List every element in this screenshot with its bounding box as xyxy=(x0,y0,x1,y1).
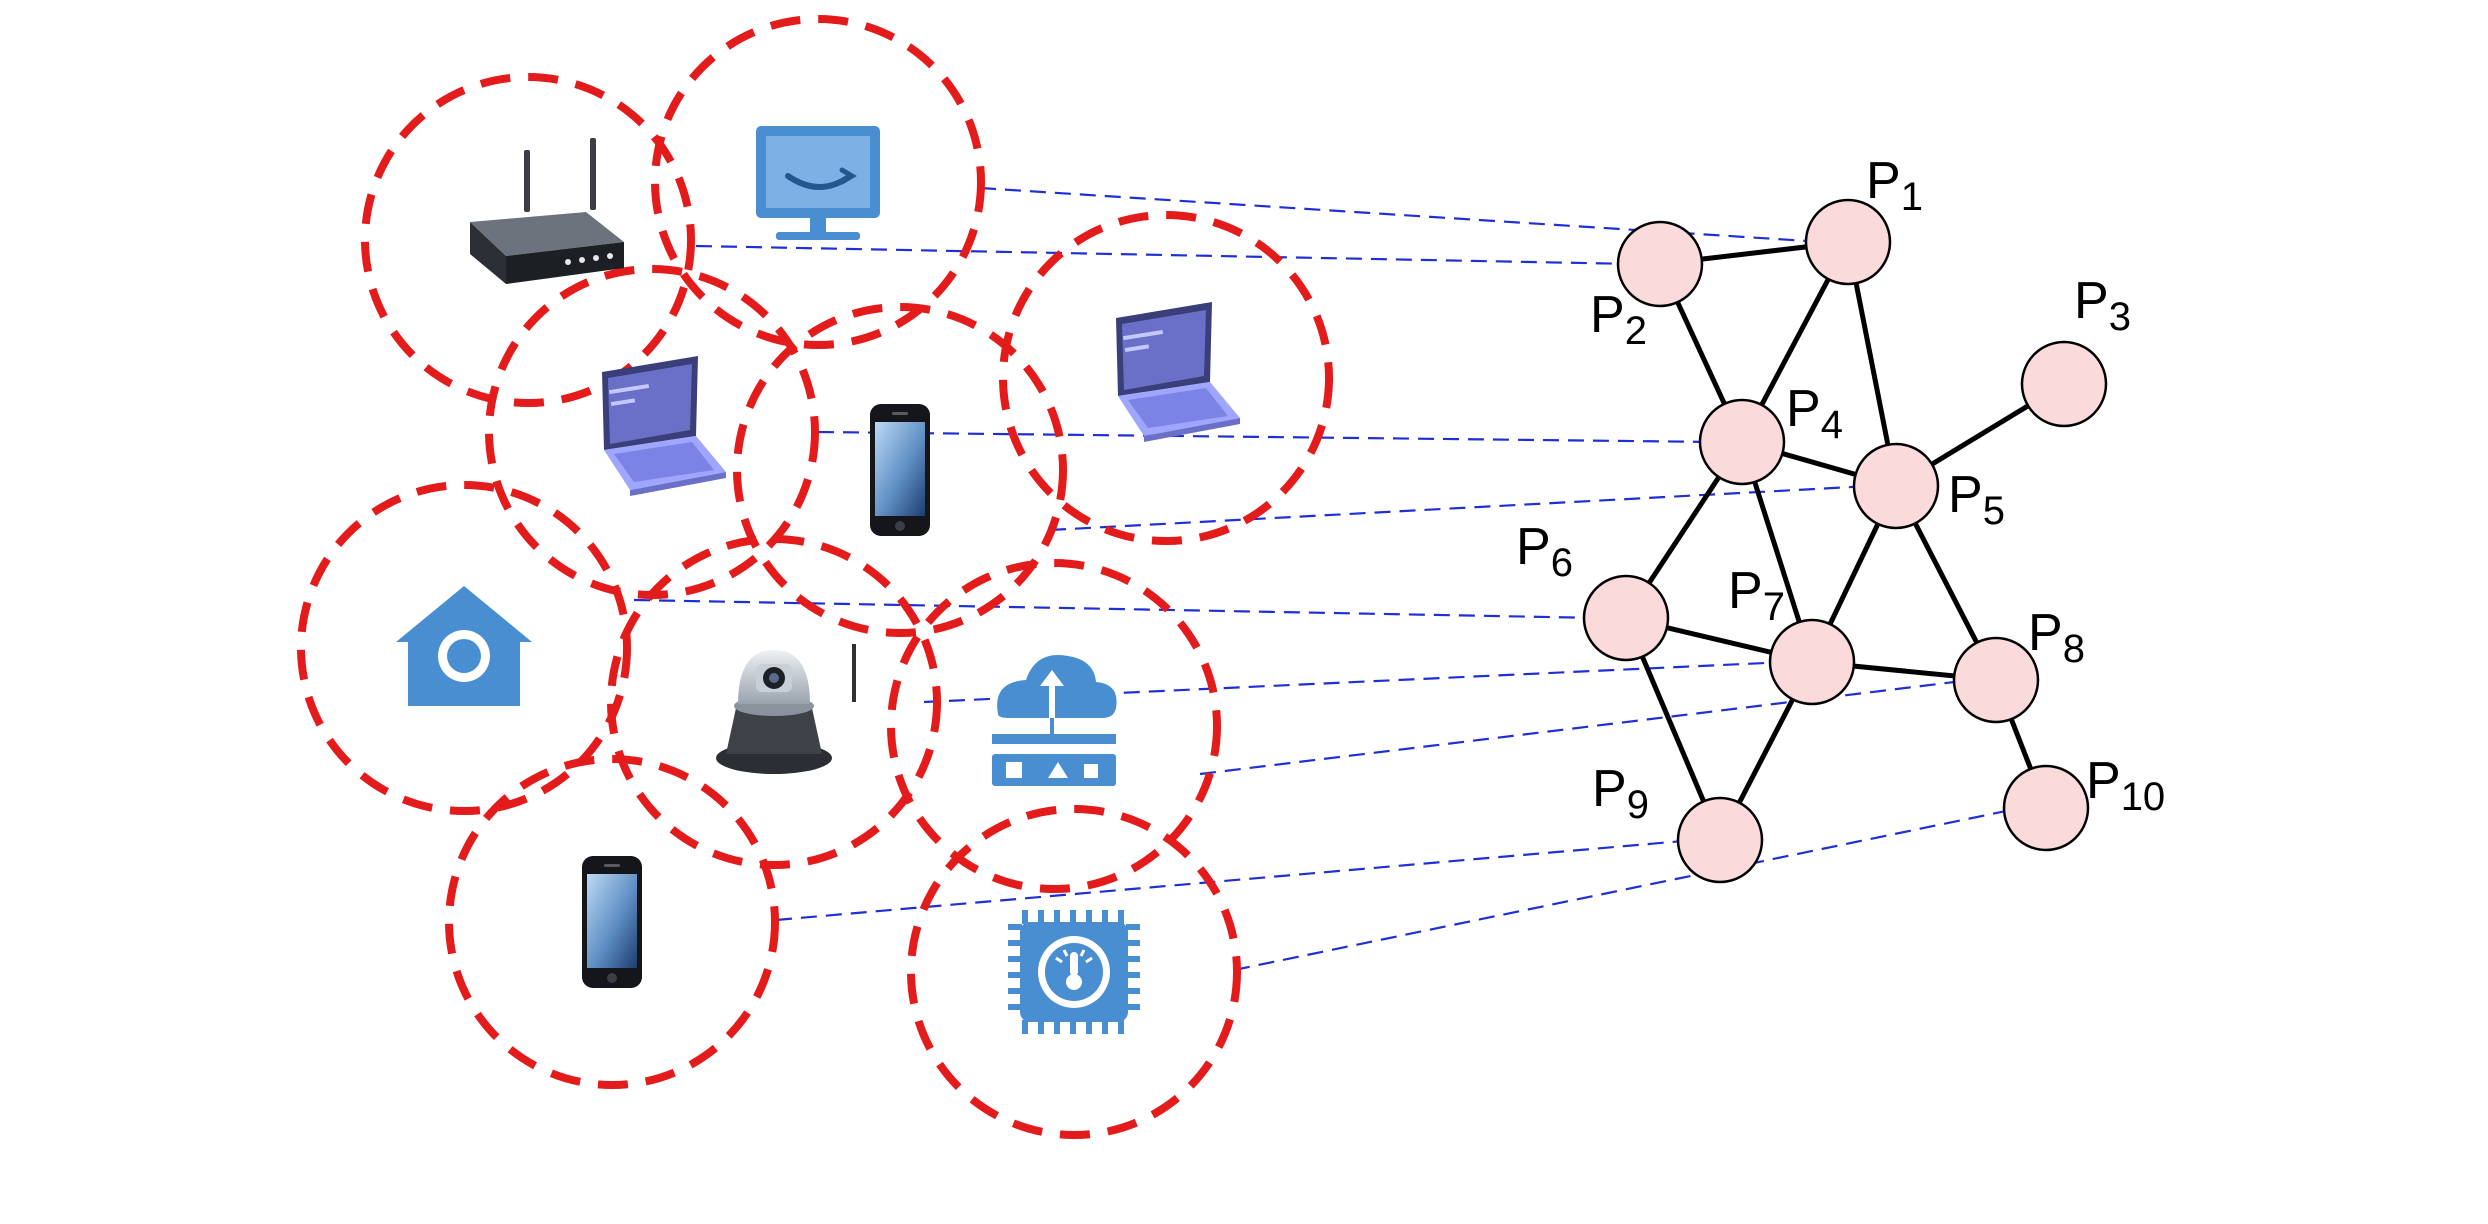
coverage-circle-smart-home xyxy=(297,481,631,815)
coverage-circle-router xyxy=(361,73,695,407)
smartphone-icon xyxy=(870,404,930,536)
node-P2 xyxy=(1616,220,1704,308)
node-label-P1: P1 xyxy=(1866,152,1923,219)
node-label-P8: P8 xyxy=(2028,604,2085,671)
mapping-line-router-to-P2 xyxy=(695,244,1635,266)
coverage-circle-smart-tv xyxy=(651,15,985,349)
node-label-P6: P6 xyxy=(1516,518,1573,585)
ip-camera-icon xyxy=(716,644,856,774)
node-P1 xyxy=(1804,198,1892,286)
node-P6 xyxy=(1582,574,1670,662)
node-label-P10: P10 xyxy=(2086,752,2165,819)
node-label-P3: P3 xyxy=(2074,272,2131,339)
node-P10 xyxy=(2002,764,2090,852)
node-P4 xyxy=(1698,398,1786,486)
coverage-circle-laptop-2 xyxy=(999,211,1333,545)
coverage-circle-phone-1 xyxy=(733,303,1067,637)
coverage-circles xyxy=(297,15,1333,1139)
mapping-line-smart-tv-to-P1 xyxy=(979,186,1823,244)
mapping-lines xyxy=(633,186,2022,972)
cloud-gateway-icon xyxy=(992,655,1117,786)
coverage-circle-temp-sensor xyxy=(907,805,1241,1139)
laptop-icon xyxy=(602,356,726,496)
coverage-circle-cloud-gateway xyxy=(887,559,1221,893)
device-icons xyxy=(396,126,1240,1036)
node-P5 xyxy=(1852,442,1940,530)
coverage-circle-ip-camera xyxy=(607,535,941,869)
node-label-P7: P7 xyxy=(1728,562,1785,629)
mapping-line-cloud-gateway-to-P7 xyxy=(923,660,1787,704)
graph-nodes xyxy=(1582,198,2108,884)
node-label-P2: P2 xyxy=(1590,286,1647,353)
mapping-line-temp-sensor-to-P10 xyxy=(1233,806,2022,972)
mapping-line-phone-2-to-P9 xyxy=(775,838,1695,922)
node-P8 xyxy=(1952,636,2040,724)
mapping-line-ip-camera-to-P8 xyxy=(1199,678,1971,776)
smartphone-icon xyxy=(582,856,642,988)
mapping-line-phone-1-to-P4 xyxy=(817,430,1717,444)
smart-home-icon xyxy=(396,586,532,706)
smart-tv-icon xyxy=(756,126,880,240)
coverage-circle-phone-2 xyxy=(445,755,779,1089)
wifi-router-icon xyxy=(470,138,624,284)
laptop-icon xyxy=(1116,302,1240,442)
node-P9 xyxy=(1676,796,1764,884)
temperature-sensor-chip-icon xyxy=(1006,908,1142,1036)
node-P3 xyxy=(2020,340,2108,428)
node-label-P9: P9 xyxy=(1592,760,1649,827)
mapping-line-laptop-2-to-P5 xyxy=(1049,484,1871,532)
mapping-line-smart-home-to-P6 xyxy=(633,598,1601,620)
node-label-P4: P4 xyxy=(1786,380,1843,447)
node-P7 xyxy=(1768,618,1856,706)
graph-edges xyxy=(1623,239,2066,842)
node-label-P5: P5 xyxy=(1948,466,2005,533)
